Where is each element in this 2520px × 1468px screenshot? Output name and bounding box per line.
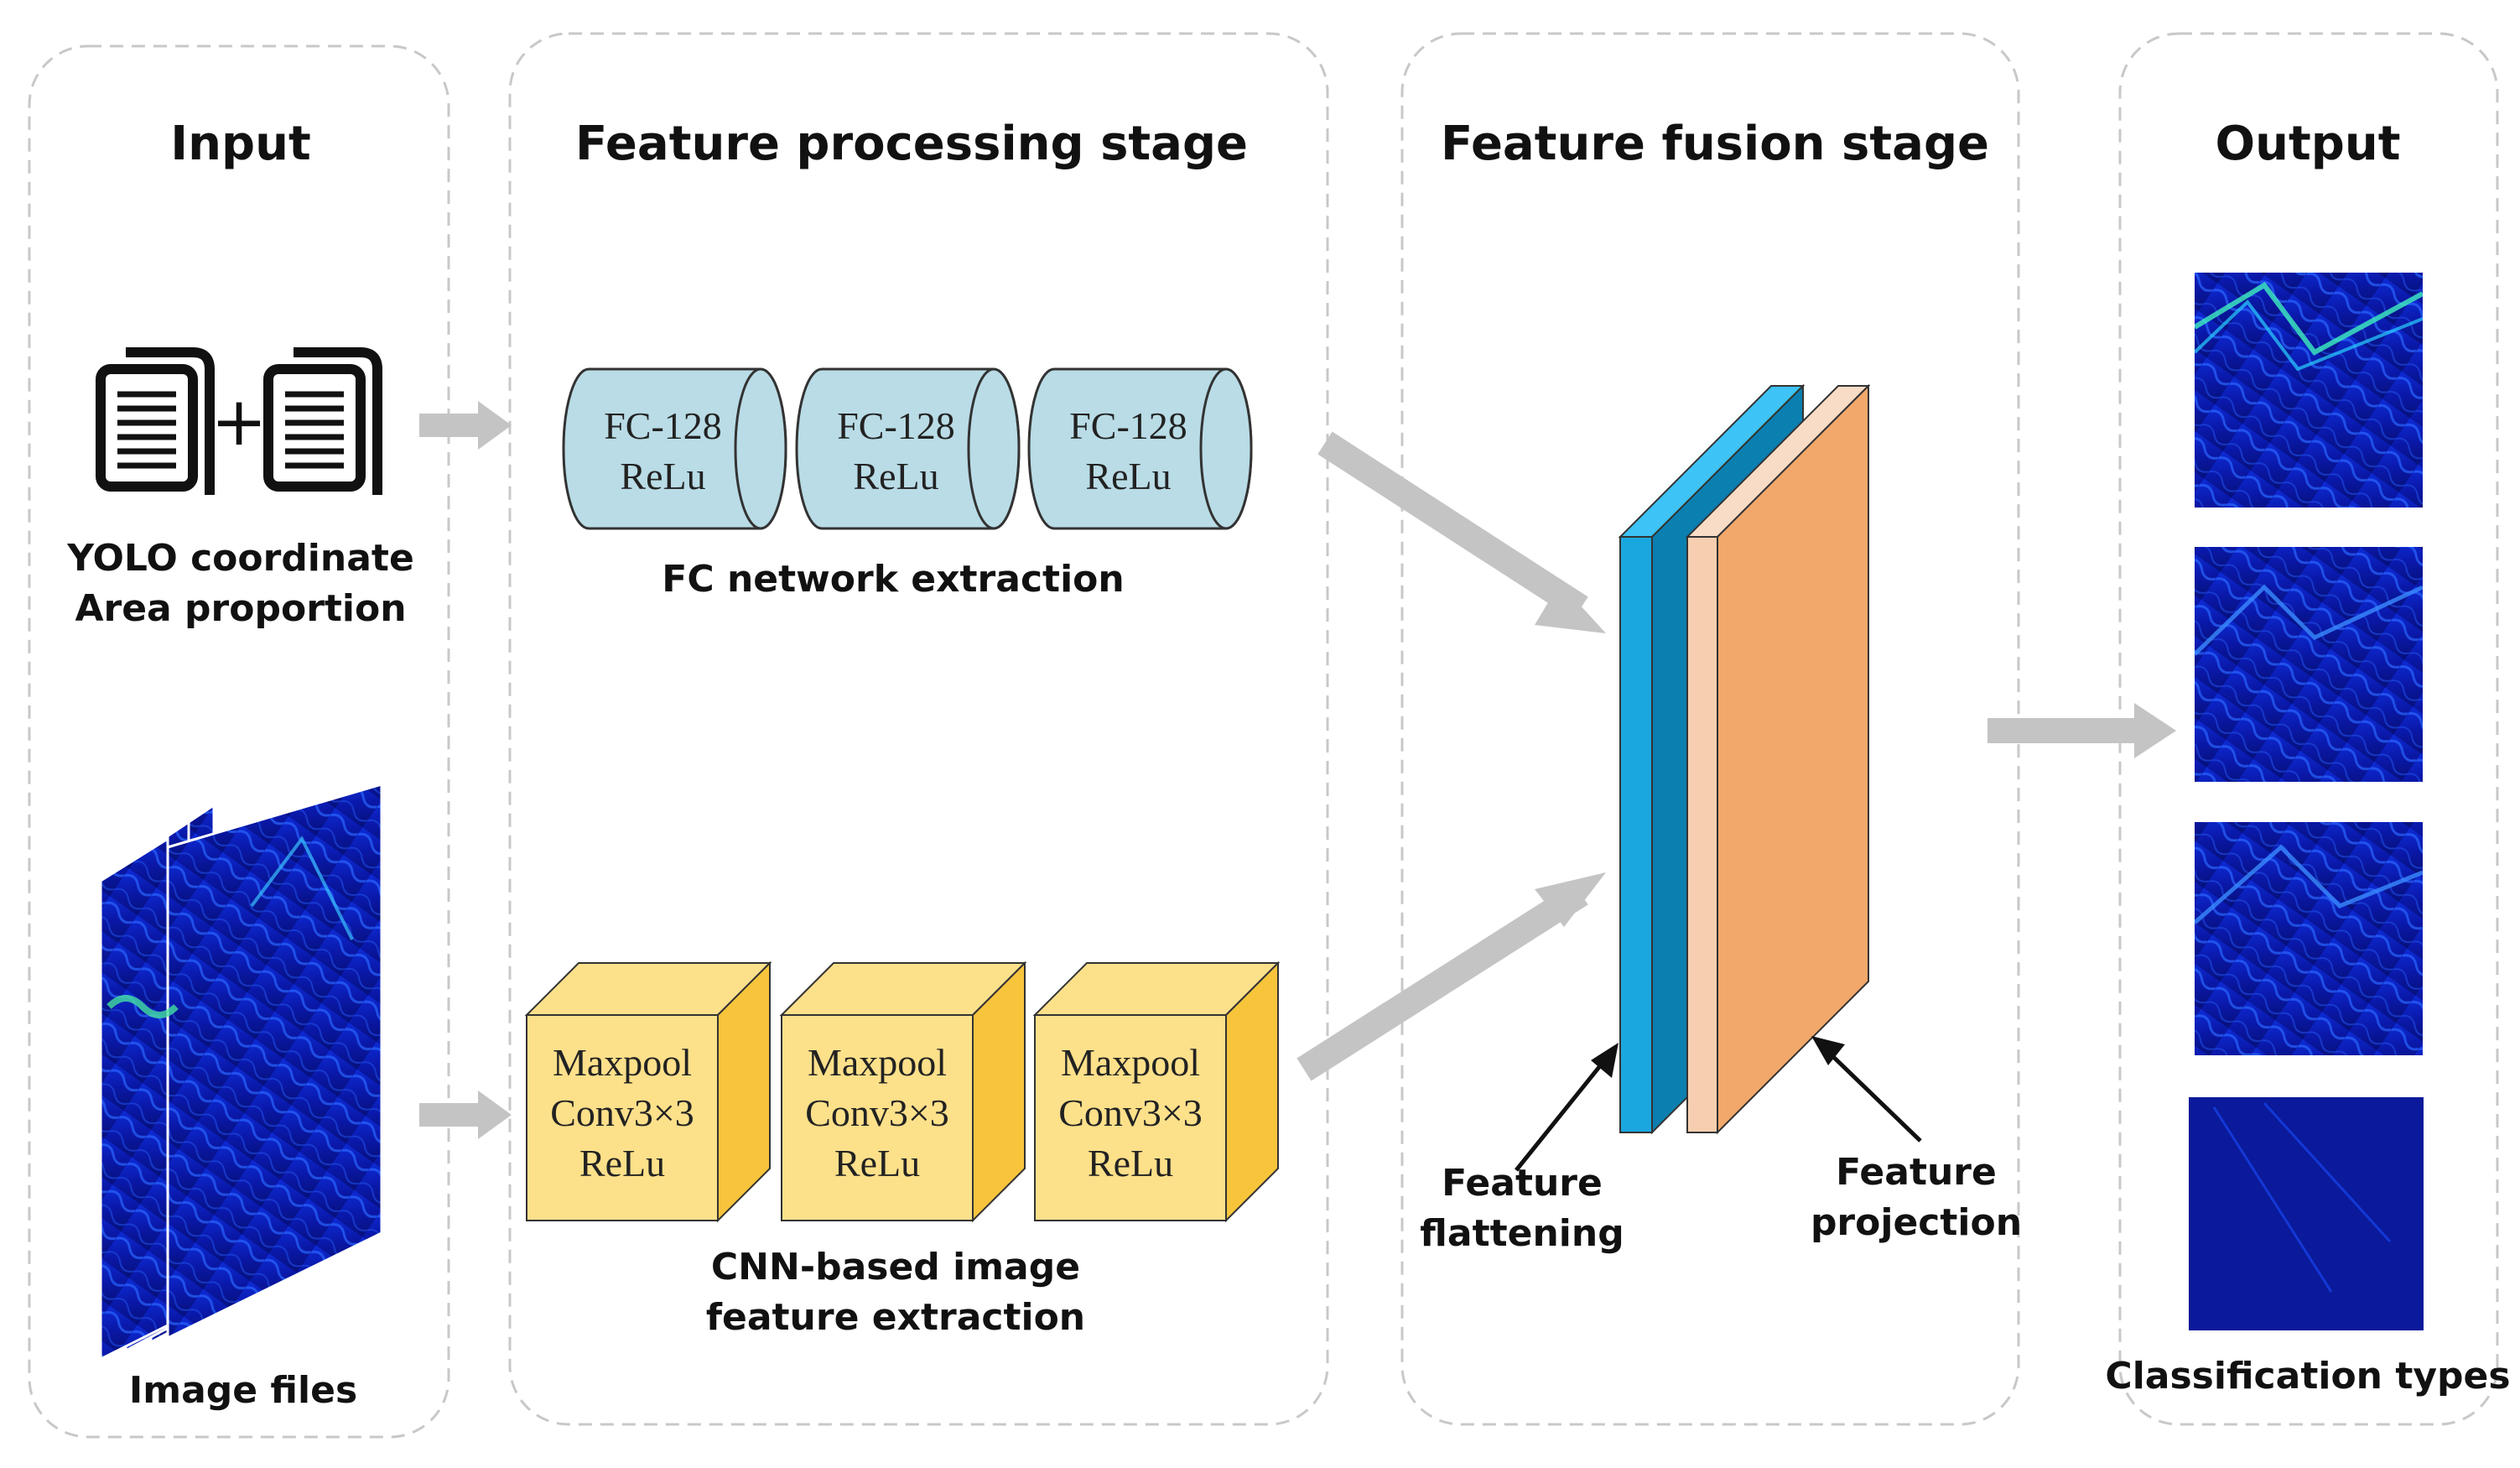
arrow-input-to-cnn	[419, 1091, 512, 1139]
document-icon	[263, 347, 382, 495]
fc-block-activation: ReLu	[853, 455, 938, 497]
cnn-block-pool: Maxpool	[1061, 1041, 1200, 1084]
flattening-label-line1: Feature	[1442, 1162, 1603, 1205]
cnn-block-conv: Conv3×3	[550, 1091, 694, 1134]
cnn-block-conv: Conv3×3	[1058, 1091, 1203, 1134]
input-title: Input	[170, 117, 310, 171]
cnn-block-pool: Maxpool	[808, 1041, 947, 1084]
coord-label-line2: Area proportion	[75, 587, 406, 630]
arrow-input-to-fc	[419, 401, 512, 450]
cnn-caption-line2: feature extraction	[706, 1296, 1085, 1339]
cnn-block-conv: Conv3×3	[805, 1091, 949, 1134]
cnn-block-pool: Maxpool	[553, 1041, 692, 1084]
cnn-block-activation: ReLu	[579, 1142, 665, 1184]
fc-block-label: FC-128	[1069, 404, 1187, 447]
output-caption: Classification types	[2105, 1355, 2510, 1398]
projection-pointer	[1811, 1036, 1922, 1143]
arrow-fc-to-fusion	[1317, 431, 1606, 633]
processing-panel	[508, 32, 1329, 1426]
feature-projection-slab	[1685, 383, 1871, 1135]
projection-label-line1: Feature	[1836, 1151, 1997, 1194]
fusion-title: Feature fusion stage	[1441, 117, 1989, 171]
arrow-cnn-to-fusion	[1296, 872, 1606, 1081]
projection-label-line2: projection	[1811, 1201, 2022, 1244]
output-image-4	[2189, 1097, 2424, 1330]
input-panel	[28, 44, 450, 1439]
fc-block-label: FC-128	[837, 404, 955, 447]
cnn-caption-line1: CNN-based image	[711, 1246, 1080, 1288]
fc-block-label: FC-128	[604, 404, 722, 447]
plus-sign: +	[210, 383, 267, 461]
flattening-label-line2: flattening	[1420, 1212, 1624, 1255]
cnn-block-activation: ReLu	[834, 1142, 920, 1184]
arrow-fusion-to-output	[1987, 703, 2176, 758]
output-title: Output	[2216, 117, 2401, 171]
output-image-1	[2195, 273, 2423, 508]
flattening-pointer	[1515, 1043, 1619, 1172]
processing-title: Feature processing stage	[575, 117, 1248, 171]
image-files-stack	[99, 782, 383, 1361]
output-image-3	[2195, 822, 2423, 1055]
fc-block-activation: ReLu	[620, 455, 705, 497]
image-files-label: Image files	[129, 1369, 357, 1412]
output-image-2	[2195, 547, 2423, 782]
cnn-block-activation: ReLu	[1088, 1142, 1173, 1184]
fc-block-activation: ReLu	[1085, 455, 1171, 497]
fc-caption: FC network extraction	[662, 558, 1124, 601]
document-icon	[96, 347, 215, 495]
coord-label-line1: YOLO coordinate	[66, 537, 414, 580]
